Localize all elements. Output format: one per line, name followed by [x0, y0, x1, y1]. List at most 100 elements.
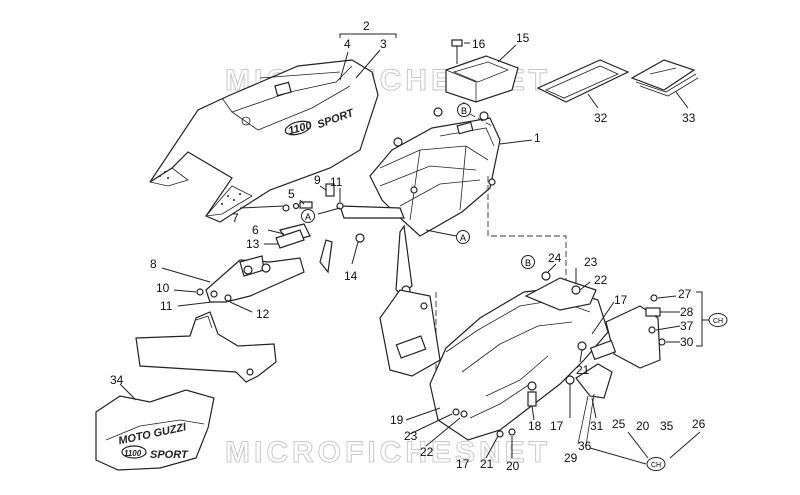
callout-9: 9: [314, 173, 321, 187]
leader-6: [267, 229, 285, 235]
callout-2: 2: [363, 19, 370, 33]
dash-c: [469, 113, 493, 127]
callout-12: 12: [256, 307, 270, 321]
svg-text:A: A: [460, 233, 466, 243]
callout-25: 25: [612, 417, 626, 431]
marker-ch-2: CH: [646, 457, 666, 471]
leader-11b: [177, 301, 213, 307]
leader-22a: [579, 281, 591, 291]
callout-22a: 22: [594, 273, 608, 287]
group-bracket-ch: [696, 291, 703, 347]
svg-text:B: B: [525, 258, 531, 268]
plate-holder: [589, 294, 666, 369]
tank-bag-34: MOTO GUZZI 1100 SPORT: [95, 389, 215, 471]
leader-33: [675, 91, 689, 109]
callout-5: 5: [288, 187, 295, 201]
leader-34: [119, 383, 137, 401]
callout-11b: 11: [160, 299, 173, 313]
callout-23a: 23: [584, 255, 598, 269]
callout-20a: 20: [636, 419, 650, 433]
leader-8: [161, 267, 211, 283]
callout-17c: 17: [456, 457, 470, 471]
leader-1: [499, 139, 533, 145]
pouch-32: [536, 59, 630, 103]
callout-34: 34: [110, 373, 124, 387]
screw-16: [451, 39, 463, 64]
seat-tail-cowl: 1100 SPORT: [148, 59, 379, 223]
callout-31: 31: [590, 419, 604, 433]
leader-9: [319, 185, 327, 191]
washer-21a: [577, 341, 587, 351]
callout-13: 13: [246, 237, 260, 251]
leader-7: [239, 205, 285, 209]
svg-text:CH: CH: [713, 318, 723, 325]
callout-7: 7: [232, 211, 239, 225]
leader-32: [587, 93, 599, 109]
dash-b: [487, 176, 567, 290]
callout-37: 37: [680, 319, 694, 333]
leader-12: [229, 301, 253, 313]
callout-17a: 17: [614, 293, 628, 307]
bolt-14: [355, 233, 365, 243]
marker-a-1: A: [301, 207, 341, 223]
callout-8: 8: [150, 257, 157, 271]
callout-18: 18: [528, 419, 542, 433]
callout-24: 24: [548, 251, 562, 265]
bracket-8: [205, 229, 333, 303]
leader-21b: [485, 435, 499, 459]
callout-14: 14: [344, 269, 358, 283]
leader-23b: [409, 413, 453, 435]
leader-24: [547, 263, 557, 273]
callout-15: 15: [516, 31, 530, 45]
callout-6: 6: [252, 223, 259, 237]
leader-3: [355, 49, 381, 79]
callout-numbers: 2 4 3 16 15 1 32 33 9 11 5 7 6 13 8 14 1…: [110, 19, 706, 473]
leader-5: [299, 199, 305, 205]
arrow-ch-3: [669, 431, 701, 459]
svg-text:A: A: [305, 212, 311, 222]
tool-tray: [445, 55, 519, 103]
leader-14: [351, 241, 359, 265]
callout-4: 4: [344, 37, 351, 51]
svg-text:B: B: [461, 106, 467, 116]
callout-22b: 22: [420, 445, 434, 459]
fasteners-bottom: [452, 381, 537, 438]
vent-dots: [159, 171, 241, 205]
leader-10: [173, 289, 197, 293]
callout-20b: 20: [506, 459, 520, 473]
lower-plate: [135, 311, 277, 383]
callout-28: 28: [680, 305, 694, 319]
marker-a-2: A: [425, 229, 470, 244]
marker-b-2: B: [521, 255, 535, 269]
callout-32: 32: [594, 111, 608, 125]
callout-27: 27: [678, 287, 692, 301]
rear-fender: [429, 271, 609, 441]
leader-31: [591, 397, 597, 419]
leader-15: [497, 44, 517, 63]
callout-36: 36: [578, 439, 592, 453]
callout-30: 30: [680, 335, 694, 349]
manual-33: [630, 59, 699, 97]
callout-26: 26: [692, 417, 706, 431]
callout-1: 1: [534, 131, 541, 145]
leader-37: [655, 325, 681, 331]
callout-21a: 21: [576, 363, 590, 377]
bag-sport-logo: SPORT: [150, 449, 189, 461]
callout-19: 19: [390, 413, 404, 427]
leader-21a: [579, 349, 583, 363]
leader-22b: [425, 417, 461, 447]
bag-badge: 1100: [124, 449, 142, 458]
callout-3: 3: [380, 37, 387, 51]
rear-subframe: [339, 107, 501, 295]
callout-29: 29: [564, 451, 578, 465]
leader-4: [339, 51, 349, 81]
callout-23b: 23: [404, 429, 418, 443]
leader-18: [531, 405, 535, 421]
leader-19: [405, 407, 441, 421]
leader-17a: [591, 301, 615, 335]
callout-21b: 21: [480, 457, 494, 471]
nut-10: [196, 288, 204, 296]
watermark-bottom: MICROFICHESNET: [225, 436, 551, 469]
